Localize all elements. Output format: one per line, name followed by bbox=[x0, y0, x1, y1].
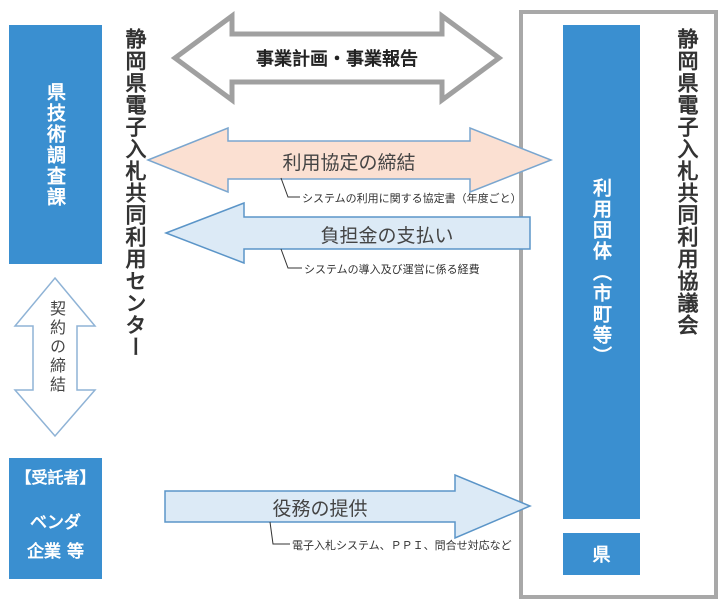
service-note-line bbox=[269, 521, 290, 545]
agreement-note: システムの利用に関する協定書（年度ごと） bbox=[302, 192, 522, 205]
vendor-box: 【受託者】 ベンダ 企業 等 bbox=[9, 458, 102, 579]
vendor-company-label: 企業 等 bbox=[27, 542, 84, 562]
plan-report-arrow bbox=[170, 11, 504, 105]
payment-note-line bbox=[280, 248, 302, 269]
service-arrow bbox=[164, 473, 532, 540]
plan-report-label: 事業計画・事業報告 bbox=[256, 49, 418, 70]
agreement-label: 利用協定の締結 bbox=[282, 152, 416, 174]
vendor-role-label: 【受託者】 bbox=[15, 468, 96, 487]
tech-survey-division-label: 県技術調査課 bbox=[44, 81, 66, 208]
payment-note: システムの導入及び運営に係る経費 bbox=[304, 263, 480, 276]
payment-label: 負担金の支払い bbox=[320, 225, 454, 247]
service-label: 役務の提供 bbox=[272, 498, 368, 520]
member-organizations-label: 利用団体（市町等） bbox=[590, 177, 612, 367]
council-frame bbox=[519, 10, 718, 599]
service-note: 電子入札システム、ＰＰＩ、問合せ対応など bbox=[292, 539, 512, 552]
contract-label: 契約の締結 bbox=[47, 300, 66, 395]
agreement-note-line bbox=[280, 177, 300, 198]
vendor-name-label: ベンダ bbox=[30, 513, 81, 533]
center-title: 静岡県電子入札共同利用センター bbox=[123, 28, 147, 358]
tech-survey-division-box: 県技術調査課 bbox=[9, 25, 102, 264]
prefecture-label: 県 bbox=[592, 545, 611, 566]
prefecture-box: 県 bbox=[563, 533, 640, 575]
council-title: 静岡県電子入札共同利用協議会 bbox=[675, 28, 699, 336]
payment-arrow bbox=[163, 201, 531, 265]
agreement-arrow bbox=[145, 126, 554, 194]
contract-arrow bbox=[13, 276, 97, 438]
member-organizations-box: 利用団体（市町等） bbox=[563, 25, 640, 519]
